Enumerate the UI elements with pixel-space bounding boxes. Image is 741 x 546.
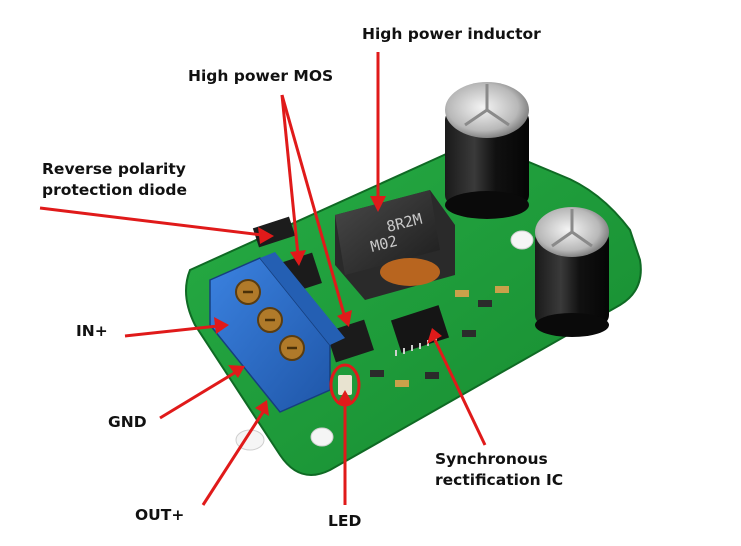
mount-hole (510, 230, 534, 250)
inductor: 8R2M M02 (335, 190, 455, 300)
smd-components (370, 286, 509, 387)
arrow-mos-1 (280, 94, 300, 256)
mount-hole (310, 427, 334, 447)
led-highlight-circle (329, 363, 361, 407)
label-reverse-polarity-diode: Reverse polarity protection diode (42, 160, 187, 199)
arrow-mos-2 (280, 94, 347, 319)
capacitor-right (535, 207, 609, 337)
led-component (338, 375, 352, 395)
arrow-gnd (159, 370, 237, 420)
label-in-plus: IN+ (76, 322, 108, 340)
label-led: LED (328, 512, 362, 530)
label-high-power-inductor: High power inductor (362, 25, 541, 43)
terminal-block (209, 252, 345, 413)
label-gnd: GND (108, 413, 147, 431)
label-synchronous-rectification-ic: Synchronous rectification IC (435, 450, 564, 489)
arrow-out-plus (201, 411, 265, 506)
arrow-diode (39, 206, 263, 237)
arrow-ic (433, 339, 487, 446)
arrow-in-plus (124, 324, 219, 338)
label-high-power-mos: High power MOS (188, 67, 334, 85)
annotation-arrows (39, 52, 487, 506)
arrow-heads (214, 196, 442, 416)
capacitor-top (445, 82, 529, 219)
label-out-plus: OUT+ (135, 506, 185, 524)
